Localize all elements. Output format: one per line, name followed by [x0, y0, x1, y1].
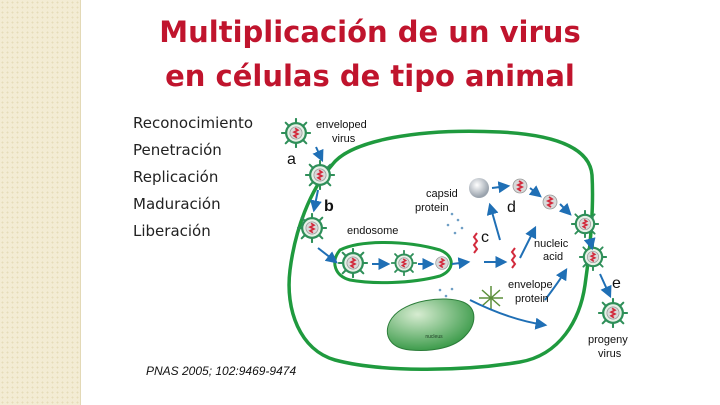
step-letter-b: b: [324, 198, 334, 215]
capsid-particle: [436, 257, 449, 270]
envelope-protein-label: protein: [515, 293, 549, 305]
virus-particle: [572, 211, 598, 237]
step-letter-e: e: [612, 275, 621, 292]
capsid-particle: [543, 195, 557, 209]
virus-particle: [298, 214, 326, 242]
endosome-label: endosome: [347, 225, 398, 237]
nucleic-acid-label: acid: [543, 251, 563, 263]
capsid-protein-sphere: [469, 178, 489, 198]
virus-particle: [392, 251, 416, 275]
virus-particle: [306, 161, 334, 189]
virus-particle: [282, 119, 310, 147]
progeny-virus-particle: [599, 299, 627, 327]
step-letter-a: a: [287, 151, 296, 168]
step-letter-d: d: [507, 199, 516, 216]
enveloped-virus-label: enveloped: [316, 119, 367, 131]
enveloped-virus-label: virus: [332, 133, 356, 145]
virus-particle: [339, 249, 367, 277]
citation: PNAS 2005; 102:9469-9474: [146, 364, 296, 378]
envelope-protein-label: envelope: [508, 279, 553, 291]
capsid-protein-label: protein: [415, 202, 449, 214]
progeny-virus-label: progeny: [588, 334, 628, 346]
step-letter-c: c: [481, 229, 489, 246]
nucleic-acid-label: nucleic: [534, 238, 569, 250]
progeny-virus-label: virus: [598, 348, 622, 360]
nucleus-label: nucleus: [425, 334, 443, 340]
capsid-protein-label: capsid: [426, 188, 458, 200]
virus-particle: [580, 244, 606, 270]
capsid-particle: [513, 179, 527, 193]
